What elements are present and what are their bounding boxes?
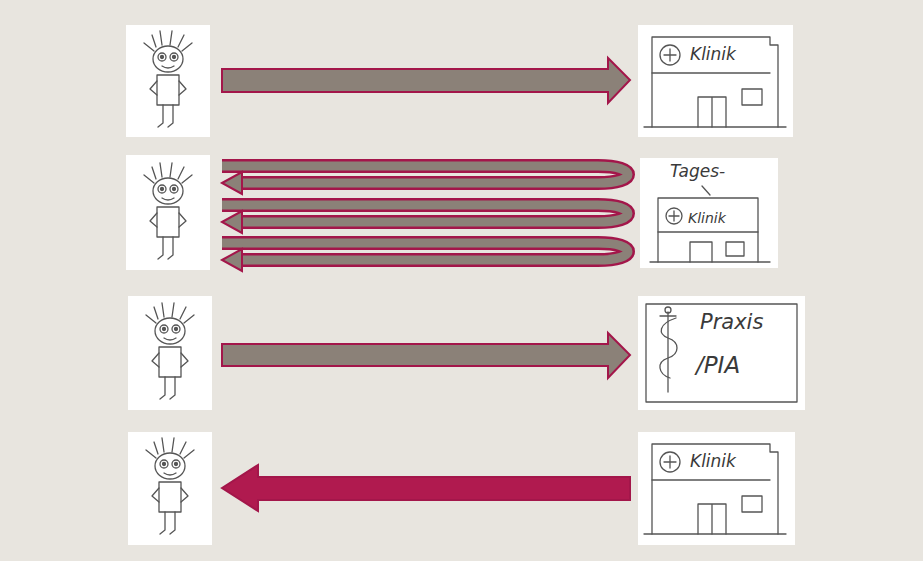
sketch-line xyxy=(690,242,712,262)
text-slot: Klinik xyxy=(690,45,736,65)
building-label: Klinik xyxy=(688,210,726,226)
building-tile: Klinik xyxy=(638,25,793,137)
building-label: Tages- xyxy=(670,162,725,182)
sketch-line xyxy=(698,97,726,127)
building-sketch xyxy=(638,432,795,545)
arrow xyxy=(222,58,630,103)
text-slot: Klinik xyxy=(690,452,736,472)
sketch-line xyxy=(742,496,762,512)
figure-tile xyxy=(126,25,210,137)
sketch-line xyxy=(650,261,770,262)
building-tile: Praxis/PIA xyxy=(638,296,805,410)
building-label: Klinik xyxy=(690,452,736,472)
building-label: Klinik xyxy=(690,45,736,65)
sketch-line xyxy=(726,242,744,256)
sketch-circle xyxy=(665,307,671,313)
sketch-line xyxy=(644,126,786,127)
sketch-line xyxy=(664,456,676,468)
sketch-circle xyxy=(660,452,680,472)
stick-figure xyxy=(144,31,192,127)
sketch-line xyxy=(702,186,710,195)
sketch-line xyxy=(664,49,676,61)
building-tile: Tages- Klinik xyxy=(640,158,778,268)
figure-tile xyxy=(128,432,212,545)
text-slot: Klinik xyxy=(688,208,726,227)
sketch-line xyxy=(660,318,677,378)
text-slot: /PIA xyxy=(696,352,740,378)
sketch-line xyxy=(658,198,758,262)
sketch-line xyxy=(660,315,676,316)
return-loops xyxy=(222,166,628,271)
building-tile: Klinik xyxy=(638,432,795,545)
sketch-line xyxy=(742,89,762,105)
sketch-line xyxy=(698,504,726,534)
stick-figure xyxy=(146,303,194,399)
text-slot: Tages- xyxy=(670,162,725,182)
sketch-line xyxy=(667,312,668,392)
sketch-line xyxy=(644,533,786,534)
building-label: Praxis xyxy=(700,310,763,334)
figure-tile xyxy=(126,155,210,270)
sketch-line xyxy=(652,479,770,480)
sketch-circle xyxy=(660,45,680,65)
stick-figure xyxy=(144,163,192,259)
sketch-line xyxy=(646,304,797,402)
sketch-line xyxy=(669,211,679,221)
sketch-circle xyxy=(666,208,682,224)
arrow xyxy=(222,333,630,378)
building-label: /PIA xyxy=(696,352,740,378)
building-sketch xyxy=(638,25,793,137)
stick-figure xyxy=(146,438,194,534)
sketch-line xyxy=(652,444,778,534)
sketch-line xyxy=(658,231,758,232)
figure-tile xyxy=(128,296,212,410)
arrow xyxy=(222,465,630,511)
sketch-line xyxy=(652,72,770,73)
sketch-line xyxy=(652,37,778,127)
text-slot: Praxis xyxy=(700,310,763,334)
